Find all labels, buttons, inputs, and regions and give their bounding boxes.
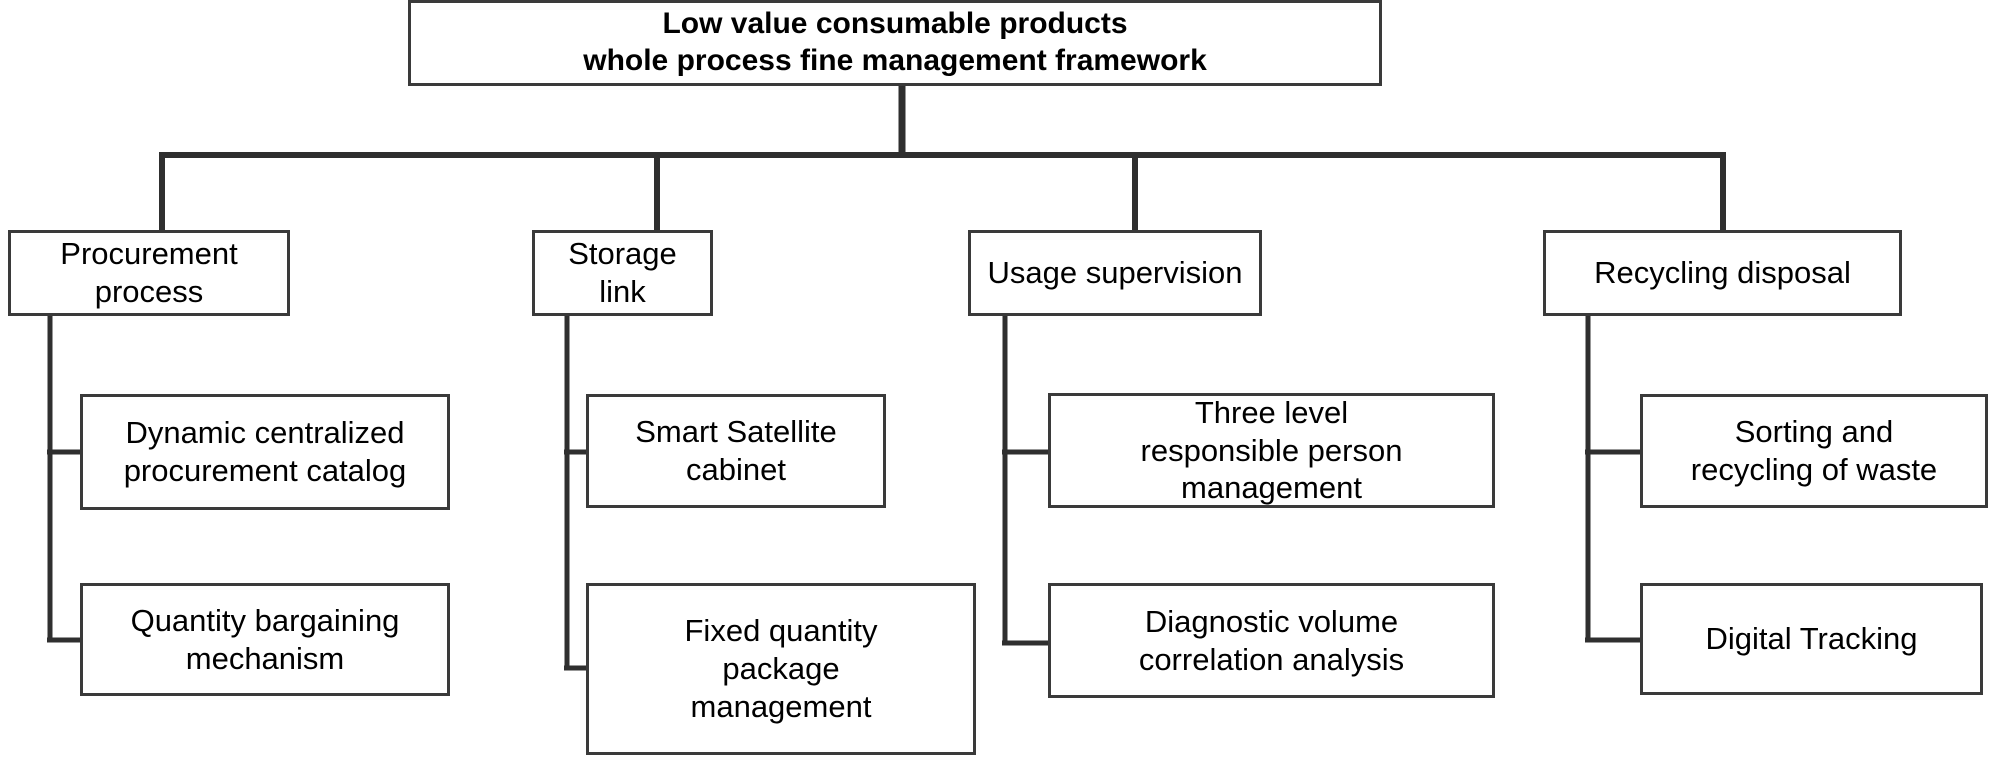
leaf-node-label: Digital Tracking (1705, 621, 1918, 657)
branch-node-label: Storage link (568, 236, 677, 309)
branch-node-label: Recycling disposal (1594, 255, 1851, 291)
leaf-node-label: Sorting and recycling of waste (1690, 414, 1938, 487)
leaf-node-diagnostic-volume-correlation-analysis[interactable]: Diagnostic volume correlation analysis (1048, 583, 1495, 698)
leaf-node-label: Fixed quantity package management (684, 613, 878, 724)
branch-node-label: Usage supervision (987, 255, 1243, 291)
leaf-node-fixed-quantity-package-management[interactable]: Fixed quantity package management (586, 583, 976, 755)
leaf-node-label: Dynamic centralized procurement catalog (123, 415, 407, 488)
leaf-node-quantity-bargaining-mechanism[interactable]: Quantity bargaining mechanism (80, 583, 450, 696)
branch-node-usage-supervision[interactable]: Usage supervision (968, 230, 1262, 316)
leaf-node-smart-satellite-cabinet[interactable]: Smart Satellite cabinet (586, 394, 886, 508)
branch-node-label: Procurement process (60, 236, 238, 309)
leaf-node-label: Diagnostic volume correlation analysis (1138, 603, 1405, 677)
root-node-framework[interactable]: Low value consumable products whole proc… (408, 0, 1382, 86)
leaf-node-label: Smart Satellite cabinet (635, 414, 837, 487)
leaf-node-label: Quantity bargaining mechanism (130, 602, 400, 676)
leaf-node-digital-tracking[interactable]: Digital Tracking (1640, 583, 1983, 695)
branch-node-procurement-process[interactable]: Procurement process (8, 230, 290, 316)
leaf-node-three-level-responsible-person-management[interactable]: Three level responsible person managemen… (1048, 393, 1495, 508)
leaf-node-label: Three level responsible person managemen… (1140, 394, 1403, 506)
branch-node-storage-link[interactable]: Storage link (532, 230, 713, 316)
root-node-label: Low value consumable products whole proc… (583, 7, 1207, 77)
leaf-node-dynamic-centralized-procurement-catalog[interactable]: Dynamic centralized procurement catalog (80, 394, 450, 510)
branch-node-recycling-disposal[interactable]: Recycling disposal (1543, 230, 1902, 316)
leaf-node-sorting-and-recycling-of-waste[interactable]: Sorting and recycling of waste (1640, 394, 1988, 508)
